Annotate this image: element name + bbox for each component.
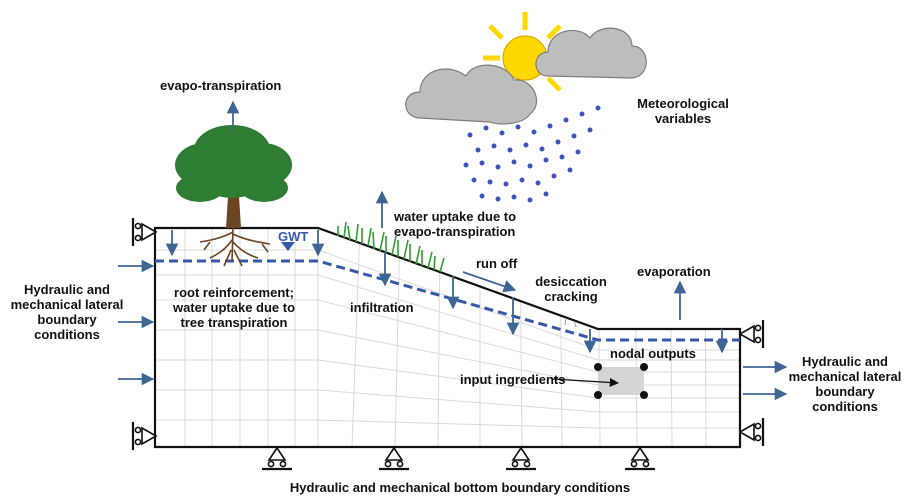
water-uptake-evapo-label: water uptake due to evapo-transpiration	[394, 209, 517, 239]
finite-element-mesh	[155, 228, 740, 447]
grass-icon	[337, 221, 445, 273]
roller-support-icon	[379, 446, 409, 471]
gwt-label: GWT	[278, 229, 309, 244]
roller-support-icon	[131, 218, 158, 246]
root-reinforcement-label: root reinforcement; water uptake due to …	[172, 285, 296, 330]
meteorological-variables-label: Meteorological variables	[637, 96, 729, 126]
desiccation-cracks	[564, 317, 577, 328]
roller-support-icon	[738, 320, 765, 348]
roller-support-icon	[262, 446, 292, 471]
bottom-boundary-label: Hydraulic and mechanical bottom boundary…	[289, 480, 631, 495]
tree-icon	[175, 125, 292, 228]
roller-support-icon	[625, 446, 655, 471]
tree-roots-icon	[199, 227, 271, 267]
cloud-icon	[405, 64, 538, 125]
left-boundary-label: Hydraulic and mechanical lateral boundar…	[10, 282, 124, 342]
input-ingredients-arrow	[552, 377, 619, 388]
slope-domain-outline	[153, 226, 742, 449]
roller-support-icon	[506, 446, 536, 471]
run-off-arrow	[462, 271, 517, 293]
nodal-output-element	[594, 363, 648, 399]
evapo-transpiration-label: evapo-transpiration	[160, 78, 282, 93]
desiccation-cracking-label: desiccation cracking	[535, 274, 607, 304]
process-arrows	[118, 100, 788, 401]
roller-support-icon	[131, 422, 158, 450]
sun-icon	[483, 12, 562, 92]
gwt-marker-icon	[281, 242, 295, 251]
rain-icon	[463, 105, 601, 203]
infiltration-label: infiltration	[350, 300, 414, 315]
cloud-icon	[535, 27, 647, 79]
run-off-label: run off	[476, 256, 518, 271]
roller-support-icon	[738, 418, 765, 446]
evaporation-label: evaporation	[637, 264, 711, 279]
input-ingredients-label: input ingredients	[460, 372, 566, 387]
right-boundary-label: Hydraulic and mechanical lateral boundar…	[788, 354, 902, 414]
nodal-outputs-label: nodal outputs	[610, 346, 696, 361]
